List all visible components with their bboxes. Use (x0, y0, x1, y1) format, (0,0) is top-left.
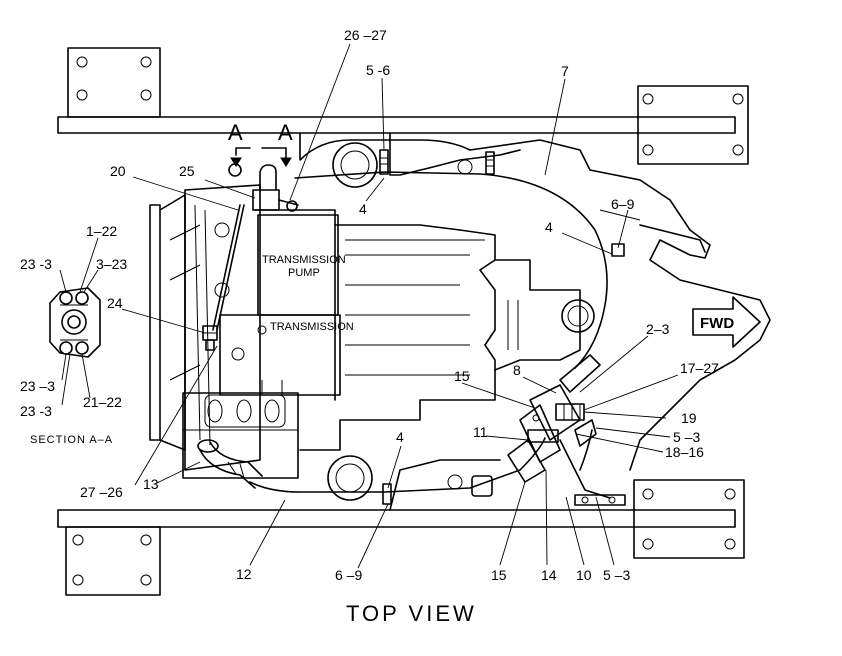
callout-18-16: 18–16 (665, 444, 704, 460)
callout-4-right: 4 (545, 219, 553, 235)
hose-line-lower-right (559, 429, 611, 499)
callout-20: 20 (110, 163, 126, 179)
mount-plate-top-right (637, 85, 749, 165)
fwd-arrow-icon: FWD (692, 296, 761, 348)
fitting-24 (202, 325, 218, 351)
pump-label-line1: TRANSMISSION (262, 254, 346, 266)
section-a-a-label: SECTION A–A (30, 434, 113, 446)
transmission-label: TRANSMISSION (270, 321, 354, 333)
fitting-5-6 (379, 149, 389, 175)
callout-15-bottom: 15 (491, 567, 507, 583)
mount-plate-bottom-right (633, 479, 745, 559)
callout-26-27: 26 –27 (344, 27, 387, 43)
lower-frame-rail (57, 509, 736, 528)
callout-15-top: 15 (454, 368, 470, 384)
callout-23-3-a: 23 -3 (20, 256, 52, 272)
transmission-body (254, 209, 595, 451)
callout-27-26: 27 –26 (80, 484, 123, 500)
fitting-6-9-bottom (382, 483, 392, 505)
pump-label-line2: PUMP (288, 267, 320, 279)
hose-line-7 (294, 171, 608, 369)
fitting-13-elbow (197, 439, 263, 489)
callout-5-6: 5 -6 (366, 62, 390, 78)
valve-assembly (507, 354, 601, 483)
line-20-diagonal (212, 204, 245, 331)
callout-3-23: 3–23 (96, 256, 127, 272)
leader-lines (59, 43, 679, 569)
section-view-icon (49, 287, 101, 358)
callout-8: 8 (513, 362, 521, 378)
callouts: 26 –27 5 -6 7 20 25 4 6–9 4 1–22 23 -3 3… (20, 27, 719, 583)
callout-21-22: 21–22 (83, 394, 122, 410)
callout-13: 13 (143, 476, 159, 492)
mount-plate-top-left (67, 47, 161, 118)
callout-19: 19 (681, 410, 697, 426)
callout-12: 12 (236, 566, 252, 582)
housing-outline (299, 132, 771, 511)
callout-23-3-c: 23 -3 (20, 403, 52, 419)
view-title: TOP VIEW (346, 601, 477, 626)
callout-14: 14 (541, 567, 557, 583)
callout-11: 11 (473, 424, 488, 440)
fitting-lower-clamp (471, 475, 493, 497)
pump-outlet-elbow (228, 163, 299, 212)
callout-4-bottom: 4 (396, 429, 404, 445)
callout-10: 10 (576, 567, 592, 583)
fwd-label: FWD (700, 315, 734, 332)
section-mark-a-left: A (228, 120, 243, 145)
callout-6-9-right: 6–9 (611, 196, 635, 212)
callout-5-3-bottom: 5 –3 (603, 567, 630, 583)
section-mark-a-right: A (278, 120, 293, 145)
filter-block (182, 392, 299, 479)
callout-5-3-mid: 5 –3 (673, 429, 700, 445)
callout-7: 7 (561, 63, 569, 79)
callout-24: 24 (107, 295, 123, 311)
callout-23-3-b: 23 –3 (20, 378, 55, 394)
bracket-10 (574, 494, 626, 506)
mount-plate-bottom-left (65, 526, 161, 596)
callout-4-top: 4 (359, 201, 367, 217)
callout-6-9-bottom: 6 –9 (335, 567, 362, 583)
callout-25: 25 (179, 163, 195, 179)
upper-frame-rail (57, 116, 736, 134)
callout-2-3: 2–3 (646, 321, 670, 337)
callout-17-27: 17–27 (680, 360, 719, 376)
section-cut-mark: A A (228, 120, 293, 167)
hose-line-12 (249, 437, 546, 493)
fitting-right-upper (485, 151, 495, 175)
fitting-4-right (611, 243, 625, 257)
callout-1-22: 1–22 (86, 223, 117, 239)
